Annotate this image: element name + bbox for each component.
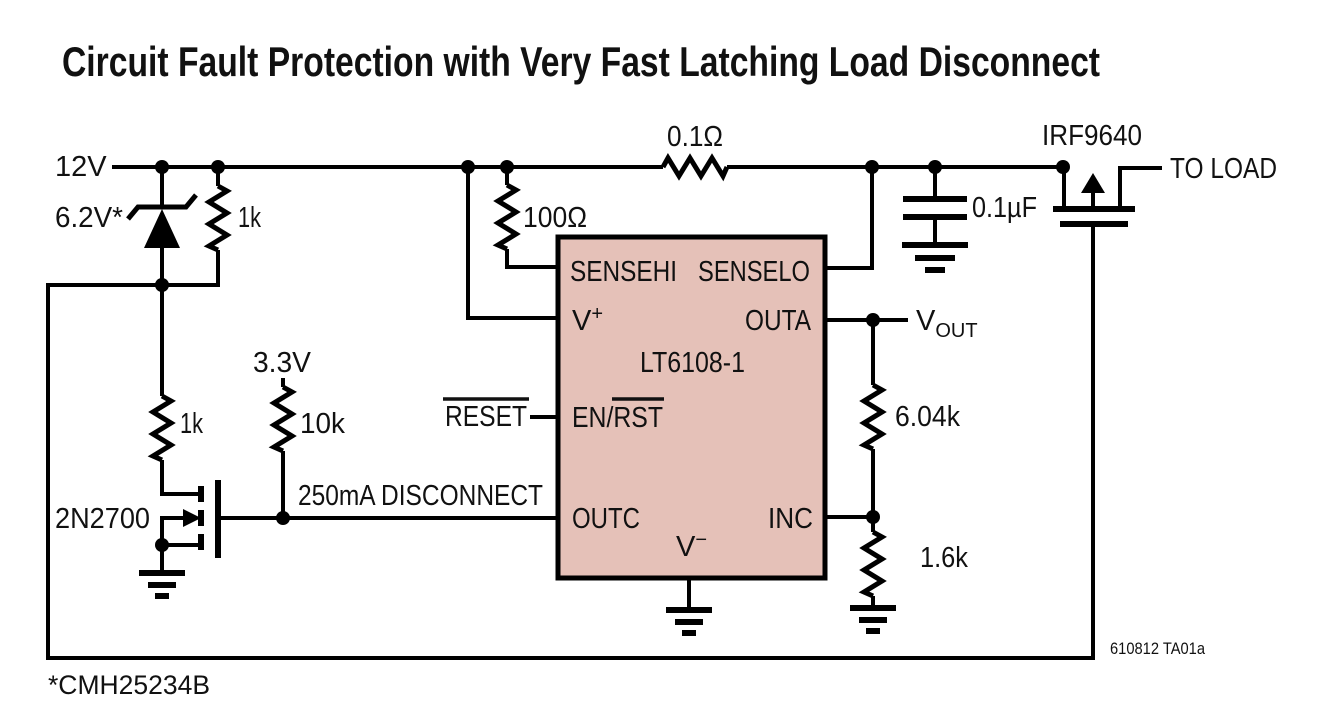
label-resistor-10k: 10k: [300, 408, 345, 440]
resistor-100ohm: [498, 185, 516, 249]
junction-dot: [461, 160, 475, 174]
zener-anode-triangle: [144, 209, 180, 248]
pin-enrst: EN/RST: [572, 402, 663, 434]
capacitor-0p1uf: [903, 167, 967, 245]
zener-cathode-bar: [126, 193, 198, 221]
pin-vplus-base: V: [572, 305, 592, 337]
footnote-zener-part: *CMH25234B: [48, 670, 210, 700]
label-resistor-1p6k: 1.6k: [920, 542, 968, 574]
ground-vminus: [666, 610, 712, 633]
junction-dot: [928, 160, 942, 174]
resistor-1k-top: [209, 167, 227, 250]
label-to-load: TO LOAD: [1170, 153, 1277, 185]
capacitor-plates: [903, 196, 967, 220]
label-resistor-1k-bottom: 1k: [180, 408, 203, 440]
ic-lt6108-body: [555, 234, 828, 581]
label-resistor-6p04k: 6.04k: [895, 401, 960, 433]
pin-vminus-sup: −: [695, 529, 707, 551]
resistor-1k-bottom: [153, 396, 201, 496]
ground-symbols: [139, 245, 968, 633]
pin-outc: OUTC: [572, 503, 640, 535]
junction-dot: [866, 510, 880, 524]
junction-dots: [155, 160, 1070, 552]
senselo-pin-wire: [825, 167, 874, 270]
label-pmos: IRF9640: [1042, 120, 1142, 152]
resistor-10k: [274, 378, 292, 518]
label-nmos: 2N2700: [55, 503, 150, 535]
junction-dot: [276, 511, 290, 525]
junction-dot: [1056, 160, 1070, 174]
junction-dot: [500, 160, 514, 174]
pmos-body-arrow: [1081, 173, 1105, 193]
ground-capacitor: [902, 245, 968, 270]
nmos-2n2700: [160, 480, 221, 558]
label-resistor-100ohm: 100Ω: [523, 202, 587, 234]
resistor-1p6k: [864, 532, 882, 608]
ground-nmos: [139, 573, 185, 596]
junction-dot: [155, 538, 169, 552]
nmos-body-wire: [160, 516, 183, 545]
latch-feedback-loop-wire: [46, 226, 1095, 660]
ic-part-number: LT6108-1: [640, 347, 745, 379]
pin-vminus: V−: [676, 529, 707, 563]
label-reset: RESET: [445, 401, 527, 433]
junction-dot: [866, 313, 880, 327]
schematic-title: Circuit Fault Protection with Very Fast …: [62, 38, 1100, 85]
vplus-pin-wire: [466, 167, 558, 320]
pin-vplus-sup: +: [591, 303, 603, 325]
label-vout: VOUT: [916, 305, 978, 342]
pin-sensehi: SENSEHI: [570, 256, 677, 288]
pin-senselo: SENSELO: [698, 256, 810, 288]
nmos-body-arrow: [183, 509, 201, 527]
resistor-6p04k: [864, 320, 882, 532]
junction-dot: [155, 278, 169, 292]
pin-vminus-base: V: [676, 531, 696, 563]
resistor-1k-bottom-lead: [160, 460, 201, 496]
pin-inc: INC: [768, 503, 813, 535]
junction-dot: [155, 160, 169, 174]
label-12v: 12V: [55, 151, 107, 183]
ground-1p6k: [850, 608, 896, 631]
pmos-irf9640: [1053, 166, 1162, 227]
label-resistor-1k-top: 1k: [238, 202, 261, 234]
label-capacitor: 0.1µF: [972, 192, 1037, 224]
label-zener-6p2v: 6.2V*: [55, 202, 123, 234]
resistor-0p1ohm-sense: [663, 158, 727, 176]
label-vout-base: V: [916, 305, 936, 337]
label-3p3v: 3.3V: [253, 347, 312, 379]
label-disconnect: 250mA DISCONNECT: [298, 480, 543, 512]
doc-reference: 610812 TA01a: [1110, 639, 1205, 658]
pin-vplus: V+: [572, 303, 603, 337]
junction-dot: [211, 160, 225, 174]
label-vout-sub: OUT: [935, 320, 977, 342]
pmos-drain-wire: [1118, 166, 1162, 209]
pin-outa: OUTA: [745, 305, 812, 337]
junction-dot: [865, 160, 879, 174]
label-resistor-sense: 0.1Ω: [667, 121, 723, 153]
